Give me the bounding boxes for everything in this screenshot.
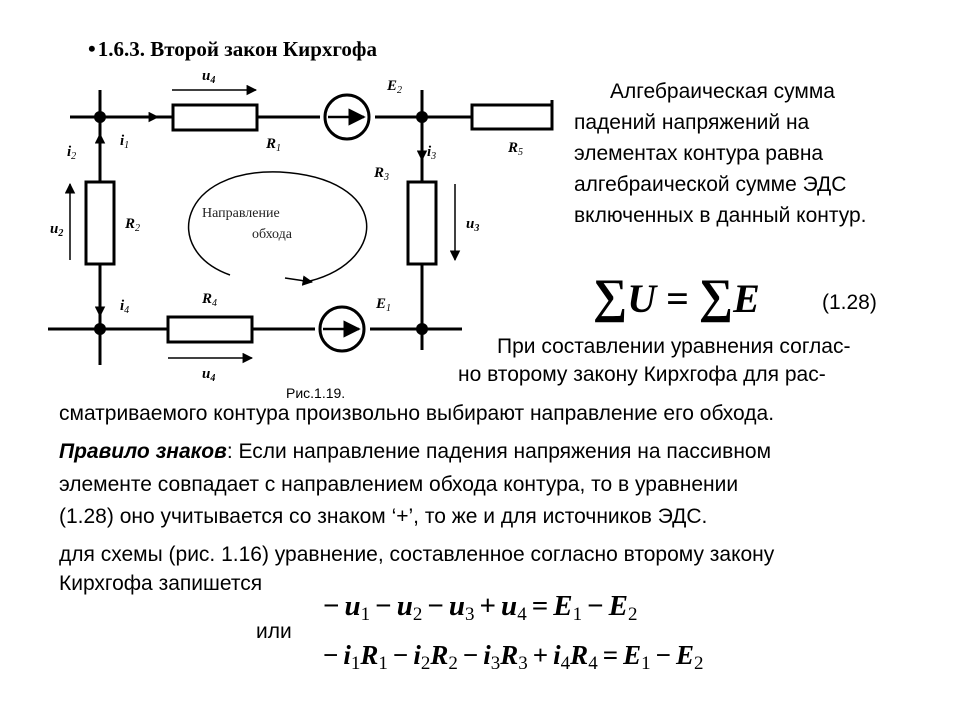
resistor-r2 (84, 180, 116, 266)
label-r4: R4 (201, 291, 217, 309)
sum-rhs: E (733, 276, 760, 321)
loop-arc (187, 171, 368, 282)
label-i2: i2 (67, 144, 76, 162)
sum-lhs: U (627, 276, 657, 321)
label-r5: R5 (507, 140, 523, 158)
sum-formula: ∑U=∑E (593, 272, 760, 324)
node-bottom-right (416, 323, 428, 335)
body-line1: При составлении уравнения соглас- (497, 335, 851, 358)
rule-text-1: : Если направление падения напряжения на… (226, 440, 772, 463)
or-text: или (256, 620, 292, 643)
sign-rule-line2: элементе совпадает с направлением обхода… (59, 473, 739, 496)
figure-caption: Рис.1.19. (286, 385, 346, 401)
resistor-r4 (166, 315, 254, 344)
label-i4: i4 (120, 298, 129, 316)
sign-rule-line1: Правило знаков: Если направление падения… (59, 440, 771, 464)
definition-line1: Алгебраическая сумма (610, 80, 835, 103)
resistor-r1 (171, 103, 259, 132)
sigma-symbol: ∑ (593, 270, 628, 323)
body-line2: но второму закону Кирхгофа для рас- (458, 363, 826, 386)
resistor-r5 (470, 103, 554, 131)
label-u3: u3 (466, 216, 479, 234)
node-bottom-left (94, 323, 106, 335)
law-definition: Алгебраическая сумма падений напряжений н… (574, 76, 914, 231)
loop-arrow-head (284, 275, 314, 286)
loop-label-line2: обхода (252, 227, 293, 242)
resistor-r3 (406, 180, 438, 266)
label-i1: i1 (120, 133, 129, 151)
equation-current-resistance: −i1R1−i2R2−i3R3+i4R4=E1−E2 (323, 640, 704, 674)
label-u2: u2 (50, 221, 63, 239)
heading-text: 1.6.3. Второй закон Кирхгофа (97, 37, 377, 61)
sign-rule-line3: (1.28) оно учитывается со знаком ‘+’, то… (59, 505, 708, 528)
label-u4-top: u4 (202, 68, 215, 86)
body-line3: сматриваемого контура произвольно выбира… (59, 402, 775, 425)
equation-voltage: −u1−u2−u3+u4=E1−E2 (323, 590, 638, 625)
equation-number: (1.28) (822, 291, 877, 314)
label-r3: R3 (373, 165, 389, 183)
sum-eq: = (666, 276, 689, 321)
bullet: • (88, 36, 96, 61)
node-top-right (416, 111, 428, 123)
rule-label: Правило знаков (59, 440, 227, 463)
label-i3: i3 (427, 144, 436, 162)
definition-rest: падений напряжений на элементах контура … (574, 111, 867, 227)
example-line2: Кирхгофа запишется (59, 572, 263, 595)
example-line1: для схемы (рис. 1.16) уравнение, составл… (59, 543, 775, 566)
circuit-diagram: u4 u4 E2 E1 R1 R2 R3 R4 R5 u2 u3 i1 i2 i… (48, 68, 554, 384)
label-e1: E1 (375, 296, 391, 314)
label-u4-bottom: u4 (202, 366, 215, 384)
loop-label-line1: Направление (202, 206, 280, 221)
label-r1: R1 (265, 136, 281, 154)
label-r2: R2 (124, 216, 140, 234)
sigma-symbol-2: ∑ (698, 270, 734, 323)
node-top-left (94, 111, 106, 123)
section-heading: •1.6.3. Второй закон Кирхгофа (88, 36, 377, 62)
label-e2: E2 (386, 78, 402, 96)
